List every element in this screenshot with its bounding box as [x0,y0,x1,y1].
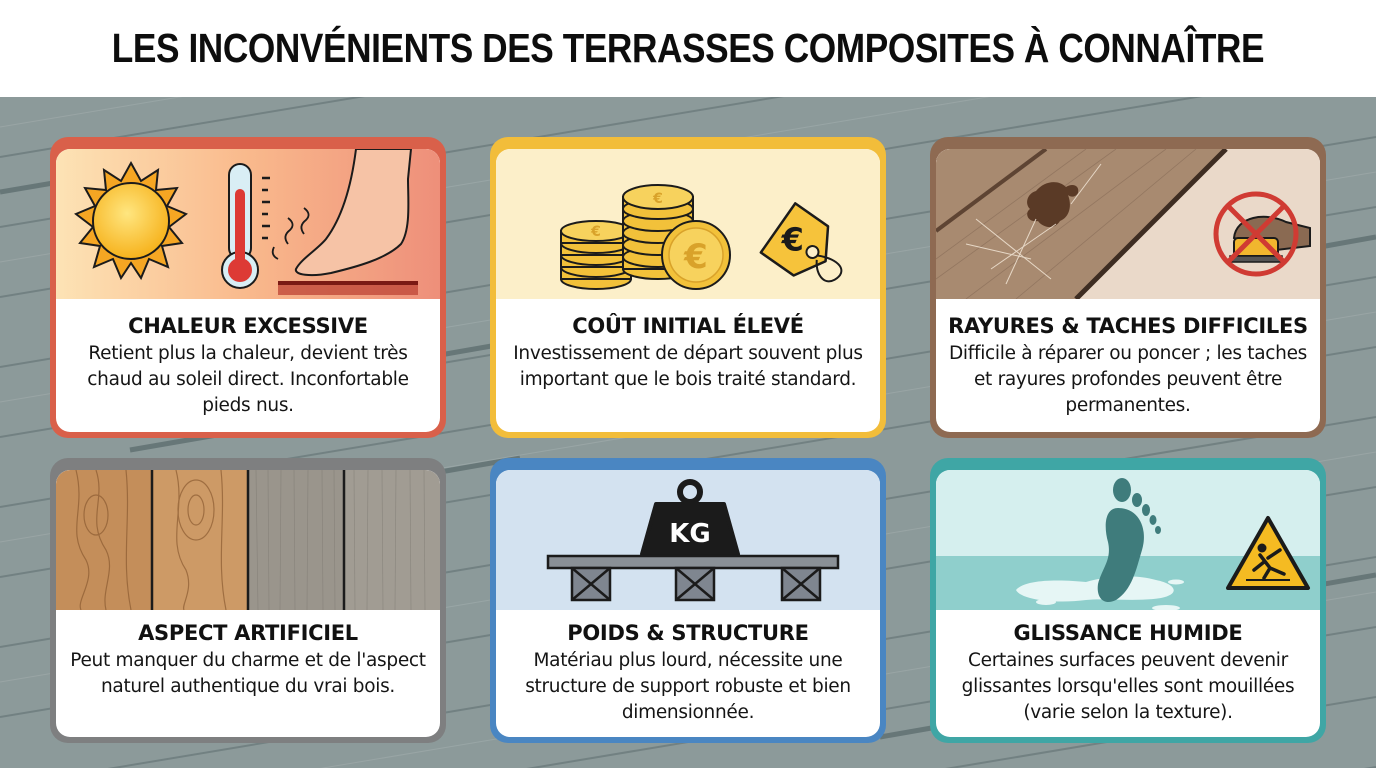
card-title: ASPECT ARTIFICIEL [138,621,358,645]
kg-weight-icon: KG [640,479,740,556]
card-glissance-humide: GLISSANCE HUMIDE Certaines surfaces peuv… [930,458,1326,743]
euro-coins-icon: € € € [560,184,731,290]
card-illustration: KG [496,470,880,610]
sun-icon [74,160,188,281]
card-illustration: € € € [496,149,880,299]
thermometer-icon [221,163,270,289]
card-description: Retient plus la chaleur, devient très ch… [87,343,409,416]
card-illustration [936,470,1320,610]
card-cout-initial-eleve: € € € [490,137,886,438]
card-title: RAYURES & TACHES DIFFICILES [948,314,1308,338]
svg-text:€: € [652,191,663,207]
support-beam-icon [546,554,840,602]
card-description: Matériau plus lourd, nécessite une struc… [525,650,851,723]
wood-vs-composite-planks-icon [56,470,440,610]
card-illustration [56,470,440,610]
card-title: GLISSANCE HUMIDE [1013,621,1243,645]
card-illustration [936,149,1320,299]
card-rayures-taches-difficiles: RAYURES & TACHES DIFFICILES Difficile à … [930,137,1326,438]
card-description: Investissement de départ souvent plus im… [513,343,863,390]
slippery-warning-icon [1226,516,1310,590]
water-puddle [1016,576,1184,610]
svg-text:KG: KG [669,519,711,549]
wet-footprint-icon [1097,478,1161,603]
svg-text:€: € [683,237,708,277]
card-title: POIDS & STRUCTURE [567,621,809,645]
euro-price-tag-icon: € [759,202,843,283]
card-poids-structure: KG POIDS & STRUCTURE Matériau plus lourd… [490,458,886,743]
svg-text:€: € [781,220,804,258]
card-description: Difficile à réparer ou poncer ; les tach… [948,343,1308,416]
card-description: Peut manquer du charme et de l'aspect na… [70,650,426,697]
card-illustration [56,149,440,299]
card-chaleur-excessive: CHALEUR EXCESSIVE Retient plus la chaleu… [50,137,446,438]
no-sander-icon [1213,191,1311,277]
card-title: CHALEUR EXCESSIVE [128,314,368,338]
card-description: Certaines surfaces peuvent devenir gliss… [961,650,1295,723]
card-aspect-artificiel: ASPECT ARTIFICIEL Peut manquer du charme… [50,458,446,743]
page-header: LES INCONVÉNIENTS DES TERRASSES COMPOSIT… [0,0,1376,97]
card-title: COÛT INITIAL ÉLEVÉ [572,314,804,338]
svg-text:€: € [590,224,601,240]
scratched-stained-plank-icon [936,149,1228,299]
hot-foot-icon [271,149,418,295]
page-title: LES INCONVÉNIENTS DES TERRASSES COMPOSIT… [111,25,1265,71]
